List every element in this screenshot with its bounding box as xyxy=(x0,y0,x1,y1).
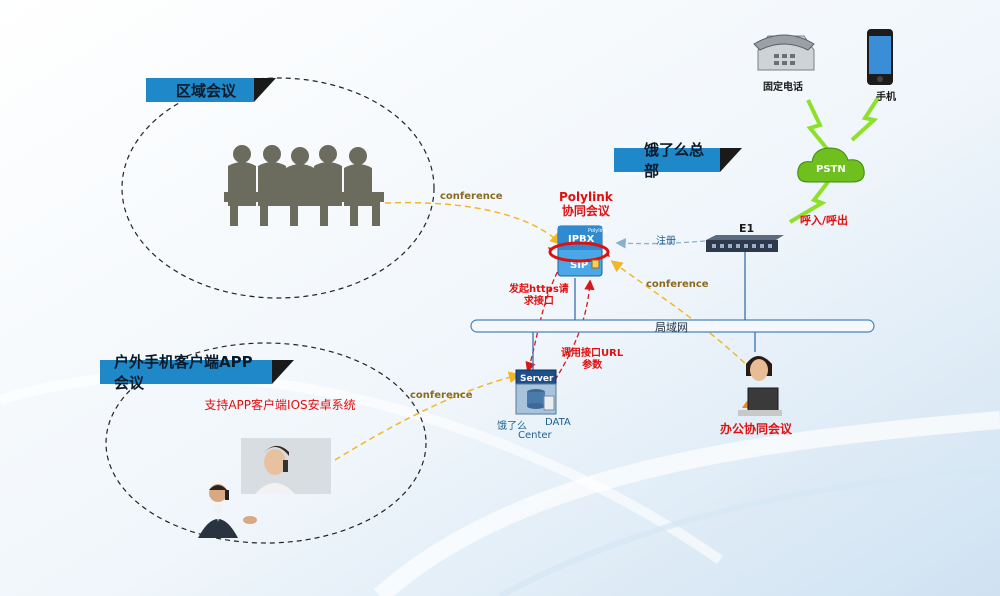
e1-label: E1 xyxy=(739,222,755,235)
pbx-brand-label: Polylink xyxy=(588,228,607,234)
https-request-label: 发起https请 求接口 xyxy=(509,284,569,307)
swoosh xyxy=(498,467,1000,596)
swoosh xyxy=(373,411,1000,596)
server-caption-bottom: Center xyxy=(518,430,552,441)
mobile-lightning xyxy=(850,96,880,142)
office-conference-link xyxy=(610,260,753,371)
woman-phone-photo xyxy=(241,438,331,494)
register-link xyxy=(615,238,706,249)
regional-ellipse xyxy=(121,77,435,299)
https-request-link xyxy=(525,257,566,373)
mobile-label: 手机 xyxy=(876,92,896,103)
server-caption-right: DATA xyxy=(545,417,571,428)
regional-conference-label: conference xyxy=(440,191,503,202)
call-label: 呼入/呼出 xyxy=(800,214,849,227)
banner-tail xyxy=(254,78,276,102)
man-phone-photo xyxy=(198,484,257,538)
outdoor-banner: 户外手机客户端APP会议 xyxy=(100,353,294,392)
server-icon[interactable]: Server xyxy=(514,368,558,416)
sip-badge-label: SIP xyxy=(570,260,588,271)
pstn-cloud-icon: PSTN xyxy=(797,147,865,183)
regional-title: 区域会议 xyxy=(146,78,254,102)
landline-lightning xyxy=(806,99,830,152)
banner-tail xyxy=(272,360,294,384)
pstn-lightning xyxy=(788,180,830,224)
outdoor-conference-label: conference xyxy=(410,390,473,401)
pstn-label: PSTN xyxy=(816,164,846,175)
url-params-label: 调用接口URL 参数 xyxy=(561,348,624,371)
outdoor-title: 户外手机客户端APP会议 xyxy=(100,353,272,392)
banner-tail xyxy=(720,148,742,172)
regional-banner: 区域会议 xyxy=(146,78,276,102)
office-label: 办公协同会议 xyxy=(720,422,793,436)
pbx-device-icon[interactable]: IPBX Polylink SIP xyxy=(548,222,610,278)
mobile-phone-icon xyxy=(867,29,893,85)
pbx-badge-label: IPBX xyxy=(568,234,595,245)
lan-label: 局域网 xyxy=(655,321,688,334)
server-icon-label: Server xyxy=(520,374,554,384)
office-conference-label: conference xyxy=(646,279,709,290)
e1-device-icon[interactable] xyxy=(704,234,786,256)
hq-banner: 饿了么总部 xyxy=(614,141,742,180)
server-caption-left: 饿了么 xyxy=(497,421,527,432)
pbx-title: Polylink 协同会议 xyxy=(559,190,613,218)
register-label: 注册 xyxy=(656,236,676,247)
outdoor-note: 支持APP客户端IOS安卓系统 xyxy=(204,398,356,412)
swoosh xyxy=(0,370,723,565)
landline-phone-icon xyxy=(753,34,815,71)
outdoor-conference-link xyxy=(334,371,521,461)
lan-bus xyxy=(470,319,875,333)
landline-label: 固定电话 xyxy=(763,82,803,93)
hq-title: 饿了么总部 xyxy=(614,141,720,180)
outdoor-ellipse xyxy=(105,342,427,544)
office-worker-icon xyxy=(738,356,782,416)
meeting-people-icon xyxy=(224,145,384,226)
